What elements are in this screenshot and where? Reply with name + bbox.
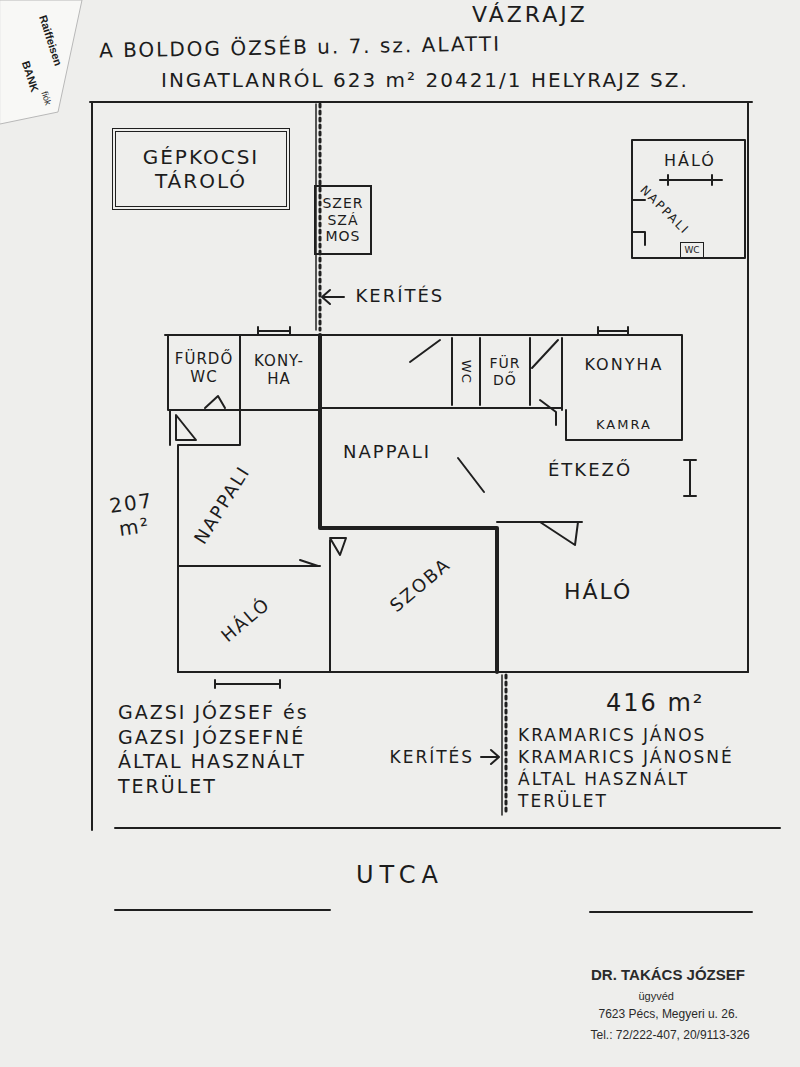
wall-line — [165, 335, 682, 410]
wall-line — [258, 327, 290, 335]
plan-note: KERÍTÉS — [356, 285, 445, 307]
room-label: FÜRDŐ WC — [171, 350, 237, 386]
wall-line — [330, 538, 346, 672]
wall-line — [481, 750, 499, 764]
wall-line — [566, 410, 682, 440]
room-label: HÁLÓ — [664, 151, 716, 170]
room-name: HÁLÓ — [564, 579, 632, 605]
room-name: KONYHA — [585, 355, 664, 374]
plan-note: INGATLANRÓL 623 m² 20421/1 HELYRAJZ SZ. — [161, 68, 689, 92]
labelled-box: SZER SZÁ MOS — [314, 185, 372, 255]
room-label: NAPPALI — [343, 441, 431, 463]
plan-note: 7623 Pécs, Megyeri u. 26. — [599, 1007, 738, 1021]
room-name: NAPPALI — [637, 183, 692, 238]
wall-line — [452, 338, 562, 410]
room-label: SZOBA — [385, 553, 454, 616]
room-label: ÉTKEZŐ — [548, 459, 632, 481]
wall-line — [497, 522, 582, 545]
labelled-box: GÉPKOCSI TÁROLÓ — [112, 128, 290, 210]
plan-note: UTCA — [356, 861, 444, 890]
wall-line — [319, 104, 322, 330]
wall-line — [660, 175, 722, 185]
room-name: GÉPKOCSI TÁROLÓ — [122, 145, 280, 193]
room-name: NAPPALI — [343, 441, 431, 463]
wall-line — [176, 415, 196, 440]
room-name: ÉTKEZŐ — [548, 459, 632, 481]
wall-line — [540, 400, 556, 425]
plan-note: ügyvéd — [639, 990, 674, 1003]
wall-line — [684, 460, 696, 496]
plan-note: KRAMARICS JÁNOS KRAMARICS JÁNOSNÉ ÁLTAL … — [518, 724, 773, 812]
plan-note: 416 m² — [606, 689, 704, 718]
room-label: KONY-HA — [248, 352, 310, 388]
wall-line — [215, 680, 280, 688]
wall-line — [115, 910, 752, 912]
wall-line — [115, 827, 780, 829]
labelled-box: WC — [680, 242, 704, 258]
wall-line — [598, 327, 628, 335]
room-name: HÁLÓ — [664, 151, 716, 170]
wall-line — [205, 396, 225, 408]
room-label: HÁLÓ — [564, 579, 632, 605]
wall-line — [178, 671, 748, 673]
room-name: WC — [458, 360, 474, 384]
room-name: HÁLÓ — [216, 593, 274, 646]
wall-line — [532, 340, 558, 368]
plan-note: Tel.: 72/222-407, 20/9113-326 — [591, 1028, 750, 1042]
wall-line — [322, 290, 344, 304]
wall-line — [320, 407, 562, 409]
wall-line — [168, 335, 320, 410]
room-name: SZER SZÁ MOS — [319, 195, 367, 245]
sheet-title: VÁZRAJZ — [472, 2, 588, 28]
room-label: HÁLÓ — [216, 593, 274, 646]
room-label: KONYHA — [585, 355, 664, 374]
room-name: NAPPALI — [190, 462, 255, 548]
wall-line — [320, 335, 497, 672]
plan-note: GAZSI JÓZSEF és GAZSI JÓZSEFNÉ ÁLTAL HAS… — [118, 700, 358, 799]
room-label: NAPPALI — [637, 183, 692, 238]
wall-line — [505, 675, 508, 815]
plan-note: 207 m² — [106, 488, 160, 542]
wall-line — [747, 102, 749, 672]
room-name: WC — [684, 245, 699, 256]
room-label: FÜR DŐ — [483, 355, 527, 389]
wall-line — [410, 340, 440, 362]
room-label: WC — [458, 360, 474, 384]
wall-line — [169, 410, 171, 445]
room-name: FÜRDŐ WC — [171, 350, 237, 386]
wall-line — [90, 101, 752, 103]
wall-line — [458, 458, 484, 492]
wall-line — [501, 675, 503, 815]
wall-line — [0, 0, 82, 124]
room-name: KAMRA — [596, 417, 652, 433]
room-label: NAPPALI — [190, 462, 255, 548]
wall-line — [632, 200, 645, 245]
wall-line — [178, 560, 320, 566]
plan-note: KERÍTÉS — [390, 747, 475, 767]
plan-note: A BOLDOG ÖZSÉB u. 7. sz. ALATTI — [99, 31, 501, 62]
wall-line — [632, 140, 745, 258]
room-name: FÜR DŐ — [483, 355, 527, 389]
room-name: SZOBA — [385, 553, 454, 616]
plan-note: DR. TAKÁCS JÓZSEF — [591, 966, 745, 984]
room-name: KONY-HA — [248, 352, 310, 388]
room-label: KAMRA — [596, 417, 652, 433]
wall-line — [91, 102, 93, 830]
